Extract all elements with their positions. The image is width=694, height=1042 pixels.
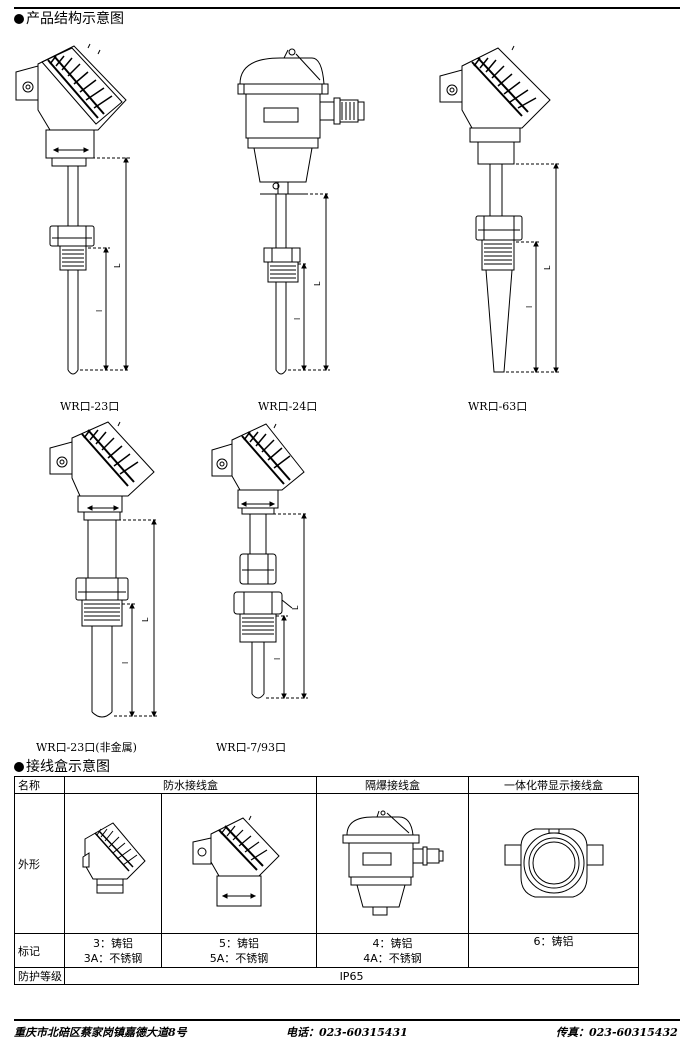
table-shape-row: 外形 — [14, 793, 639, 934]
mark-cell-5: 5：铸铝 5A：不锈钢 — [161, 933, 317, 968]
header-name-cell: 名称 — [14, 776, 65, 794]
header-display-cell: 一体化带显示接线盒 — [468, 776, 639, 794]
mark-stainless: 5A：不锈钢 — [209, 951, 269, 965]
length-label-l: l — [95, 310, 104, 312]
junction-section-title: 接线盒示意图 — [14, 759, 110, 775]
shape-cell-3 — [64, 793, 162, 934]
length-label-l: l — [121, 662, 130, 664]
junction-box-6-image — [504, 828, 603, 898]
thermocouple-drawing-wr23: L l — [15, 43, 130, 375]
length-label-L: L — [291, 605, 300, 610]
caption-wr23: WR口-23口 — [60, 400, 120, 413]
caption-wr63: WR口-63口 — [468, 400, 528, 413]
mark-cell-3: 3：铸铝 3A：不锈钢 — [64, 933, 162, 968]
junction-box-4-image — [342, 810, 443, 916]
mark-stainless: 3A：不锈钢 — [83, 951, 143, 965]
bullet-icon — [14, 14, 24, 24]
length-label-l: l — [525, 306, 534, 308]
footer-address: 重庆市北碚区蔡家岗镇嘉德大道8号 — [14, 1026, 187, 1039]
length-label-L: L — [113, 263, 122, 268]
junction-box-table: 名称 防水接线盒 隔爆接线盒 一体化带显示接线盒 外形 — [14, 776, 639, 985]
mark-aluminum: 3：铸铝 — [93, 936, 133, 950]
junction-box-3-image — [82, 822, 146, 894]
footer-fax: 传真：023-60315432 — [556, 1026, 678, 1039]
table-header-row: 名称 防水接线盒 隔爆接线盒 一体化带显示接线盒 — [14, 776, 639, 794]
mark-aluminum: 4：铸铝 — [372, 936, 413, 950]
length-label-l: l — [293, 318, 302, 320]
mark-cell-6: 6：铸铝 — [468, 933, 639, 968]
header-explosion-proof-cell: 隔爆接线盒 — [316, 776, 469, 794]
top-rule — [14, 7, 680, 9]
length-label-L: L — [313, 281, 322, 286]
length-label-L: L — [543, 265, 552, 270]
footer-rule — [14, 1019, 680, 1021]
structure-section-title: 产品结构示意图 — [14, 11, 124, 27]
mark-stainless: 4A：不锈钢 — [363, 951, 422, 965]
table-protection-row: 防护等级 IP65 — [14, 967, 639, 985]
protection-label-cell: 防护等级 — [14, 967, 65, 985]
shape-cell-5 — [161, 793, 317, 934]
caption-wr24: WR口-24口 — [258, 400, 318, 413]
bullet-icon — [14, 762, 24, 772]
mark-aluminum: 5：铸铝 — [219, 936, 259, 950]
thermocouple-drawing-wr23-nonmetal: L l — [49, 421, 158, 718]
mark-label-cell: 标记 — [14, 933, 65, 968]
caption-wr7-93: WR口-7/93口 — [216, 741, 287, 754]
length-label-L: L — [141, 617, 150, 622]
footer-phone: 电话：023-60315431 — [286, 1026, 408, 1039]
thermocouple-drawing-wr24: L l — [237, 48, 365, 375]
shape-cell-6 — [468, 793, 639, 934]
junction-box-5-image — [192, 815, 280, 907]
table-mark-row: 标记 3：铸铝 3A：不锈钢 5：铸铝 5A：不锈钢 4：铸铝 4A：不锈钢 6… — [14, 933, 639, 968]
shape-label-cell: 外形 — [14, 793, 65, 934]
shape-cell-4 — [316, 793, 469, 934]
mark-aluminum: 6：铸铝 — [533, 935, 574, 948]
mark-cell-4: 4：铸铝 4A：不锈钢 — [316, 933, 469, 968]
length-label-l: l — [273, 658, 282, 660]
thermocouple-drawing-wr7-93: L l — [211, 423, 308, 700]
protection-value-cell: IP65 — [64, 967, 639, 985]
header-waterproof-cell: 防水接线盒 — [64, 776, 317, 794]
thermocouple-drawing-wr63: L l — [439, 45, 560, 374]
caption-wr23-nonmetal: WR口-23口(非金属) — [36, 741, 137, 754]
